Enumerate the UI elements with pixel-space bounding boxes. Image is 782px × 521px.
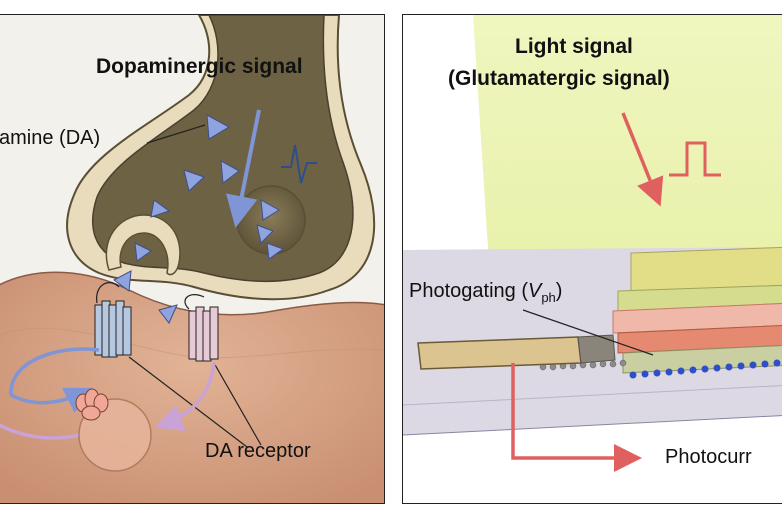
pink-pathway-arrow bbox=[154, 362, 216, 432]
dopaminergic-panel: Dopaminergic signal amine (DA) DA recept… bbox=[0, 14, 385, 504]
panel-title-light-line1: Light signal bbox=[515, 35, 633, 58]
da-receptor-label: DA receptor bbox=[205, 440, 311, 462]
light-beam bbox=[473, 15, 782, 325]
light-signal-panel: Light signal (Glutamatergic signal) Phot… bbox=[402, 14, 782, 504]
panel-title-dopaminergic: Dopaminergic signal bbox=[96, 55, 303, 78]
ion-channel bbox=[75, 388, 109, 421]
dopamine-label: amine (DA) bbox=[0, 127, 101, 149]
da-receptor-pink bbox=[188, 306, 219, 362]
phototransistor-illustration bbox=[403, 15, 782, 503]
device-stack bbox=[612, 246, 782, 374]
photocurrent-arrow bbox=[511, 363, 642, 472]
electrode bbox=[417, 336, 582, 370]
atom-layer-grey bbox=[539, 359, 627, 371]
spike-icon bbox=[281, 144, 317, 184]
dopamine-molecules bbox=[113, 114, 285, 324]
fusing-vesicle bbox=[105, 214, 181, 276]
blue-pathway-arrow bbox=[9, 347, 100, 413]
synapse-illustration bbox=[0, 15, 384, 503]
panel-title-light-line2: (Glutamatergic signal) bbox=[448, 67, 670, 90]
photocurrent-label: Photocurr bbox=[665, 446, 752, 468]
da-receptor-blue bbox=[94, 300, 132, 358]
postsynaptic-cell bbox=[0, 271, 384, 503]
release-arrow bbox=[226, 109, 261, 228]
photogating-label: Photogating (Vph) bbox=[409, 280, 563, 305]
light-pulse-icon bbox=[669, 141, 721, 177]
light-arrow bbox=[621, 112, 664, 207]
atom-layer-blue bbox=[629, 359, 781, 379]
synaptic-vesicle bbox=[236, 185, 306, 255]
